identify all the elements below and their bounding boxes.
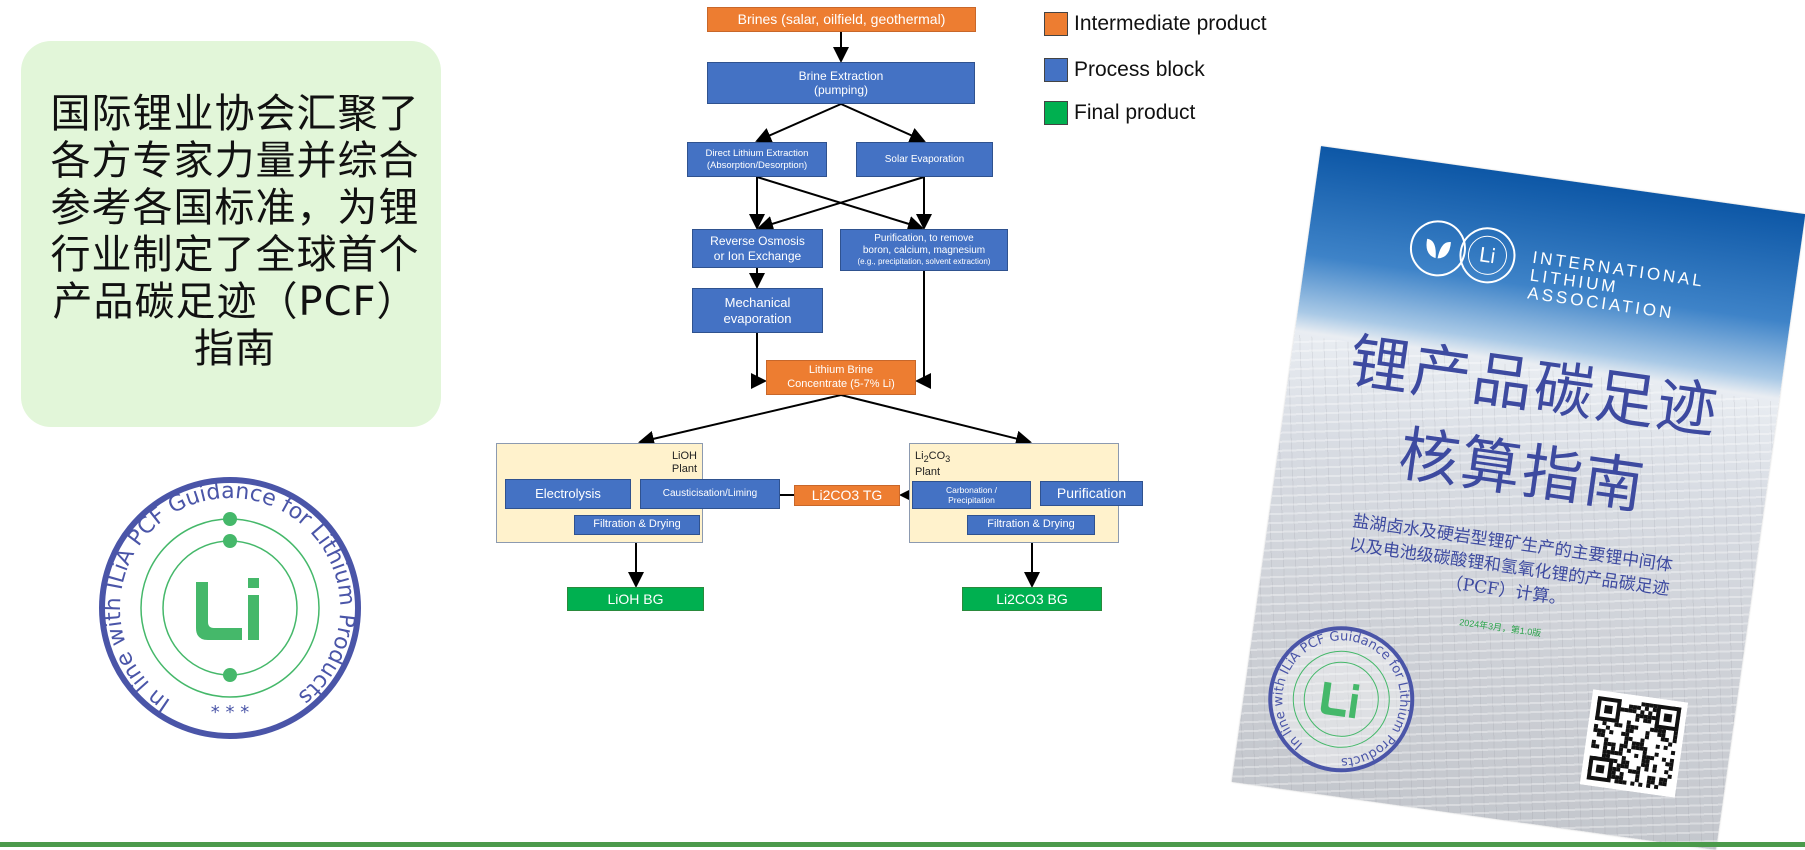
legend-process: Process block [1044,58,1205,82]
filtration-drying-left-box: Filtration & Drying [574,515,700,535]
filtration-drying-right-box: Filtration & Drying [967,515,1095,535]
brines-box: Brines (salar, oilfield, geothermal) [707,7,976,32]
legend-label: Process block [1074,58,1205,81]
carbonation-box: Carbonation / Precipitation [912,481,1031,509]
legend-intermediate: Intermediate product [1044,12,1267,36]
lithium-brine-concentrate-box: Lithium Brine Concentrate (5-7% Li) [766,360,916,395]
formula-sub: 3 [945,454,951,465]
poster-stamp: In line with ILiA PCF Guidance for Lithi… [1262,620,1420,778]
bottom-divider [0,842,1805,847]
lioh-bg-box: LiOH BG [567,587,704,611]
arrow [915,271,931,389]
ilia-stamp: In line with ILiA PCF Guidance for Lithi… [99,477,361,739]
intro-callout: 国际锂业协会汇聚了 各方专家力量并综合 参考各国标准，为锂 行业制定了全球首个 … [21,41,441,427]
legend-final: Final product [1044,101,1195,125]
qr-code-icon [1579,689,1689,798]
ilia-logo-icon: Li [1409,220,1516,284]
purification-box: Purification [1040,481,1143,506]
li2co3-tg-box: Li2CO3 TG [794,485,900,506]
svg-text:Li: Li [1478,242,1498,268]
arrow [751,333,767,389]
arrow [840,394,1032,447]
legend-swatch-green [1044,101,1068,125]
formula-sub: 2 [923,454,929,465]
formula-li: Li [915,450,924,462]
arrow [840,103,926,143]
reverse-osmosis-box: Reverse Osmosis or Ion Exchange [692,229,823,268]
li-logo-icon [196,578,259,640]
legend-label: Intermediate product [1074,12,1267,35]
dle-box: Direct Lithium Extraction (Absorption/De… [687,142,827,177]
purification-remove-box: Purification, to remove boron, calcium, … [840,229,1008,271]
legend-swatch-orange [1044,12,1068,36]
legend-label: Final product [1074,101,1196,124]
lioh-plant-label: LiOH Plant [671,450,697,475]
solar-evaporation-box: Solar Evaporation [856,142,993,177]
logo-dot [223,534,237,548]
guidance-cover-image: Li INTERNATIONAL LITHIUM ASSOCIATION 锂产品… [1231,146,1805,850]
mechanical-evaporation-box: Mechanical evaporation [692,288,823,333]
arrow [757,176,925,232]
causticisation-box: Causticisation/Liming [640,479,780,509]
arrow [755,103,842,143]
li2co3-bg-box: Li2CO3 BG [962,587,1102,611]
brine-extraction-box: Brine Extraction (pumping) [707,62,975,104]
logo-dot [223,668,237,682]
formula-co: CO [928,450,946,462]
org-name: INTERNATIONAL LITHIUM ASSOCIATION [1526,248,1706,327]
legend-swatch-blue [1044,58,1068,82]
purification-remove-text: Purification, to remove boron, calcium, … [862,233,986,257]
stamp-stars: * * * [211,702,249,723]
stamp-ring [99,477,361,739]
electrolysis-box: Electrolysis [505,479,631,509]
logo-dot [223,512,237,526]
purification-remove-note: (e.g., precipitation, solvent extraction… [857,257,991,267]
arrow [638,394,842,447]
intro-text: 国际锂业协会汇聚了 各方专家力量并综合 参考各国标准，为锂 行业制定了全球首个 … [50,91,420,372]
plant-word: Plant [915,466,941,479]
